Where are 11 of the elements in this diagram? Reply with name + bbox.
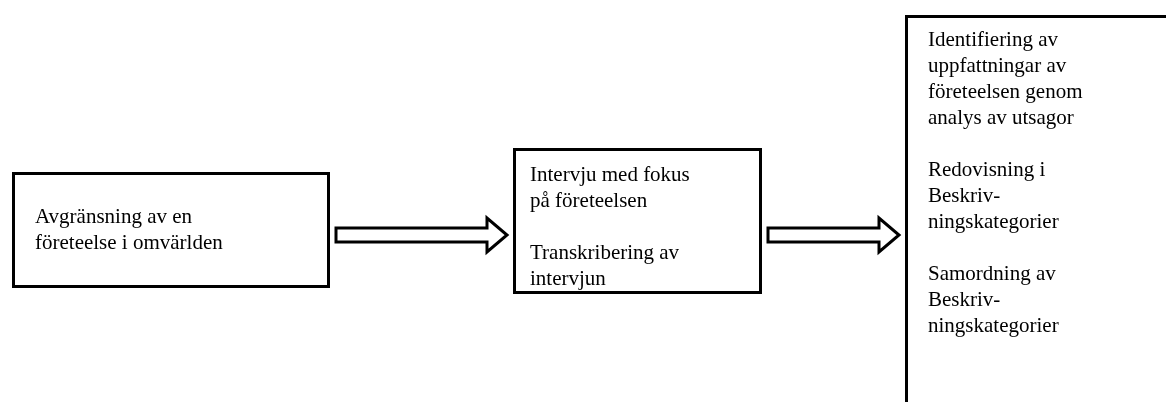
process-box [905,15,1166,402]
box-text: Transkribering av intervjun [530,239,681,291]
box-text: Avgränsning av en företeelse i omvärlden [35,203,224,255]
block-arrow [334,214,510,256]
box-text: Redovisning i Beskriv- ningskategorier [928,156,1060,234]
block-arrow [766,214,902,256]
process-box [12,172,330,288]
process-box [513,148,762,294]
box-text: Identifiering av uppfattningar av företeelsen genom analys av utsagor [928,26,1084,130]
box-text: Samordning av Beskriv- ningskategorier [928,260,1060,338]
box-text: Intervju med fokus på företeelsen [530,161,691,213]
